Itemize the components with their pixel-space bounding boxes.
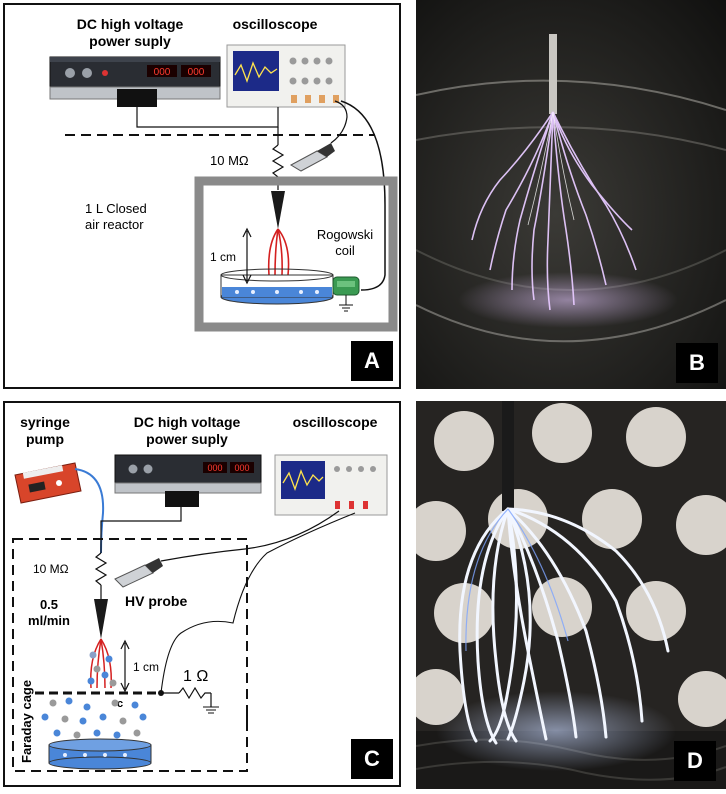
- panel-c: syringe pump DC high voltage power suply…: [3, 401, 401, 787]
- syringe-pump-title-line2: pump: [26, 431, 64, 447]
- svg-text:000: 000: [207, 463, 222, 473]
- needle-electrode-c: [94, 599, 108, 639]
- streamers-d: [458, 507, 670, 745]
- oscilloscope: [226, 44, 346, 108]
- resistor-zigzag: [271, 144, 285, 178]
- panel-label-c: C: [351, 739, 393, 779]
- panel-label-a: A: [351, 341, 393, 381]
- closed-air-reactor: [194, 176, 398, 332]
- discharge-photo-d: [406, 401, 726, 789]
- panel-b: B: [415, 0, 726, 389]
- rogowski-label-line1: Rogowski: [317, 227, 373, 242]
- syringe-pump-title-line1: syringe: [20, 414, 70, 430]
- needle-d: [502, 401, 514, 511]
- gap-label: 1 cm: [210, 250, 236, 264]
- oscilloscope-title: oscilloscope: [233, 16, 318, 32]
- falling-droplets: [41, 697, 147, 739]
- gap-label-c: 1 cm: [133, 660, 159, 674]
- shunt-label: 1 Ω: [183, 668, 208, 685]
- hv-power-supply: 000 000: [49, 56, 221, 107]
- hv-power-supply-c: 000 000: [114, 454, 262, 507]
- rogowski-label-line2: coil: [335, 243, 355, 258]
- hv-probe-label: HV probe: [125, 593, 187, 609]
- discharge-streamers: [267, 228, 290, 276]
- faraday-cage: [12, 538, 248, 772]
- needle-b: [549, 34, 557, 114]
- hv-supply-title-line2: power suply: [89, 33, 171, 49]
- syringe-pump: [14, 462, 82, 504]
- hv-supply-title-c-line2: power suply: [146, 431, 228, 447]
- perforated-plate: [406, 403, 726, 727]
- svg-text:000: 000: [154, 67, 171, 78]
- resistor-label-c: 10 MΩ: [33, 562, 69, 576]
- reactor-label-line2: air reactor: [85, 217, 144, 232]
- small-c-label: c: [117, 698, 123, 710]
- needle-electrode: [271, 191, 285, 229]
- flow-rate-line1: 0.5: [40, 597, 58, 612]
- hv-probe: [289, 100, 348, 172]
- shunt-resistor: [178, 686, 211, 700]
- svg-text:000: 000: [188, 67, 205, 78]
- petri-dish: [220, 268, 334, 305]
- hv-supply-title-line1: DC high voltage: [77, 16, 184, 32]
- svg-text:000: 000: [234, 463, 249, 473]
- panel-a-diagram: DC high voltage power suply oscilloscope…: [49, 16, 398, 332]
- flow-rate-line2: ml/min: [28, 613, 70, 628]
- panel-label-b: B: [676, 343, 718, 383]
- panel-label-d: D: [674, 741, 716, 781]
- reactor-label-line1: 1 L Closed: [85, 201, 147, 216]
- rogowski-coil: [332, 276, 360, 312]
- petri-dish-c: [48, 738, 152, 770]
- droplets-in-streamers: [87, 651, 117, 687]
- oscilloscope-c: [274, 454, 388, 516]
- resistor-label: 10 MΩ: [210, 153, 249, 168]
- discharge-photo-b: [415, 0, 726, 389]
- resistor-zigzag-c: [94, 552, 108, 586]
- hv-supply-title-c-line1: DC high voltage: [134, 414, 241, 430]
- streamers-b: [471, 111, 637, 311]
- oscilloscope-title-c: oscilloscope: [293, 414, 378, 430]
- hv-probe-c: [114, 510, 340, 588]
- panel-d: D: [406, 401, 726, 789]
- faraday-cage-label: Faraday cage: [19, 680, 34, 763]
- panel-a: DC high voltage power suply oscilloscope…: [3, 3, 401, 389]
- panel-c-diagram: syringe pump DC high voltage power suply…: [12, 414, 388, 772]
